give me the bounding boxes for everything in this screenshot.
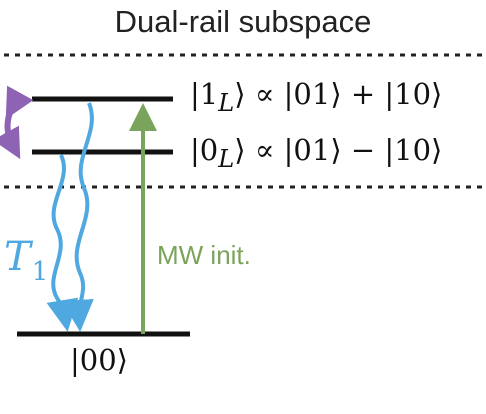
t1-subscript: 1 bbox=[31, 257, 49, 287]
diagram-title: Dual-rail subspace bbox=[114, 4, 372, 39]
swap-arrow bbox=[0, 85, 34, 160]
t1-decay-label: T1 bbox=[4, 234, 48, 287]
logical-one-state-label: |1L⟩ ∝ |01⟩ + |10⟩ bbox=[190, 77, 443, 117]
logical-zero-state-label: |0L⟩ ∝ |01⟩ − |10⟩ bbox=[190, 133, 443, 173]
mw-init-label: MW init. bbox=[157, 240, 251, 270]
decay-arrow-from-0L bbox=[46, 154, 79, 332]
decay-arrow-from-1L bbox=[61, 102, 94, 332]
t1-symbol: T bbox=[4, 234, 31, 280]
ground-state-label: |00⟩ bbox=[70, 343, 128, 377]
